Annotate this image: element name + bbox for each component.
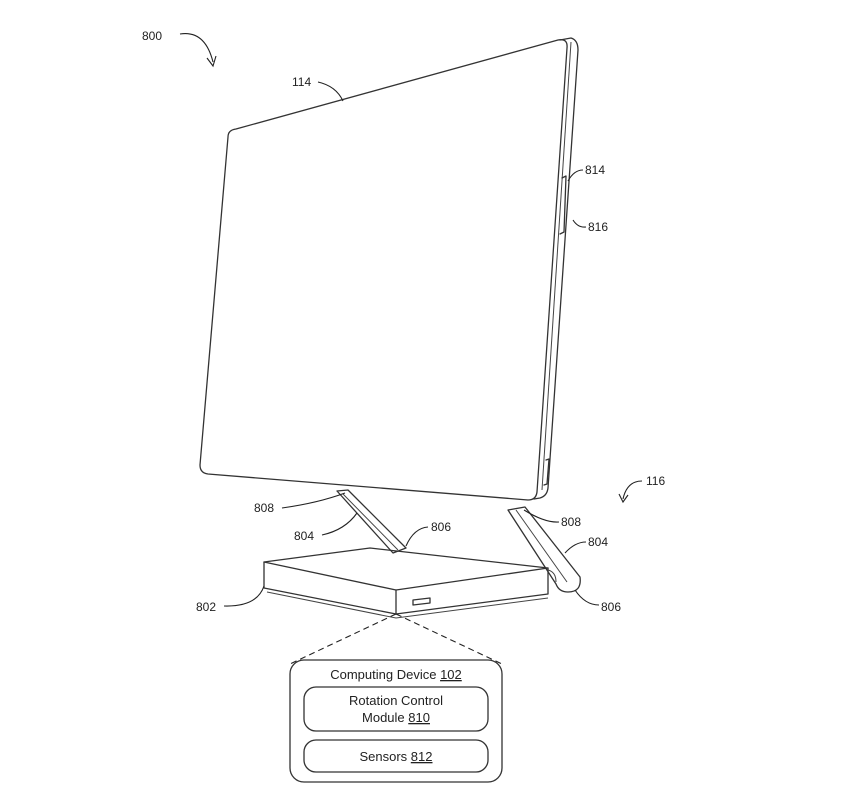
rotation-control-module-box: Rotation Control Module 810 [303, 686, 489, 732]
label-808-left-text: 808 [254, 501, 274, 515]
label-804-left: 804 [294, 512, 358, 543]
label-816: 816 [572, 219, 608, 234]
label-814-text: 814 [585, 163, 605, 177]
sensors-ref: 812 [411, 749, 433, 764]
hinge-arm-left [336, 489, 407, 554]
label-806-right-text: 806 [601, 600, 621, 614]
label-806-left-text: 806 [431, 520, 451, 534]
callout-lines [289, 613, 503, 665]
label-804-right-text: 804 [588, 535, 608, 549]
label-816-text: 816 [588, 220, 608, 234]
rotation-control-line1: Rotation Control [349, 693, 443, 708]
label-802-text: 802 [196, 600, 216, 614]
computing-device-ref: 102 [440, 667, 462, 682]
rotation-control-line2: Module 810 [362, 710, 430, 725]
label-800-text: 800 [142, 29, 162, 43]
computing-device-box: Computing Device 102 Rotation Control Mo… [289, 659, 503, 783]
label-806-right: 806 [574, 589, 621, 614]
label-116-text: 116 [646, 474, 665, 488]
label-802: 802 [196, 585, 265, 614]
sensors-box: Sensors 812 [303, 739, 489, 773]
label-116: 116 [618, 474, 665, 504]
label-806-left: 806 [405, 520, 451, 547]
hinge-arm-right [507, 506, 581, 593]
label-814: 814 [567, 163, 605, 182]
label-808-right-text: 808 [561, 515, 581, 529]
sensors-label: Sensors 812 [359, 749, 432, 764]
label-800: 800 [142, 29, 217, 68]
label-804-right: 804 [564, 535, 608, 554]
rotation-control-ref: 810 [408, 710, 430, 725]
computing-device-title: Computing Device 102 [330, 667, 462, 682]
label-114: 114 [292, 75, 344, 102]
label-804-left-text: 804 [294, 529, 314, 543]
base-unit [263, 547, 557, 619]
display-panel [199, 37, 579, 501]
label-808-right: 808 [523, 509, 581, 529]
label-114-text: 114 [292, 75, 311, 89]
label-808-left: 808 [254, 492, 346, 515]
